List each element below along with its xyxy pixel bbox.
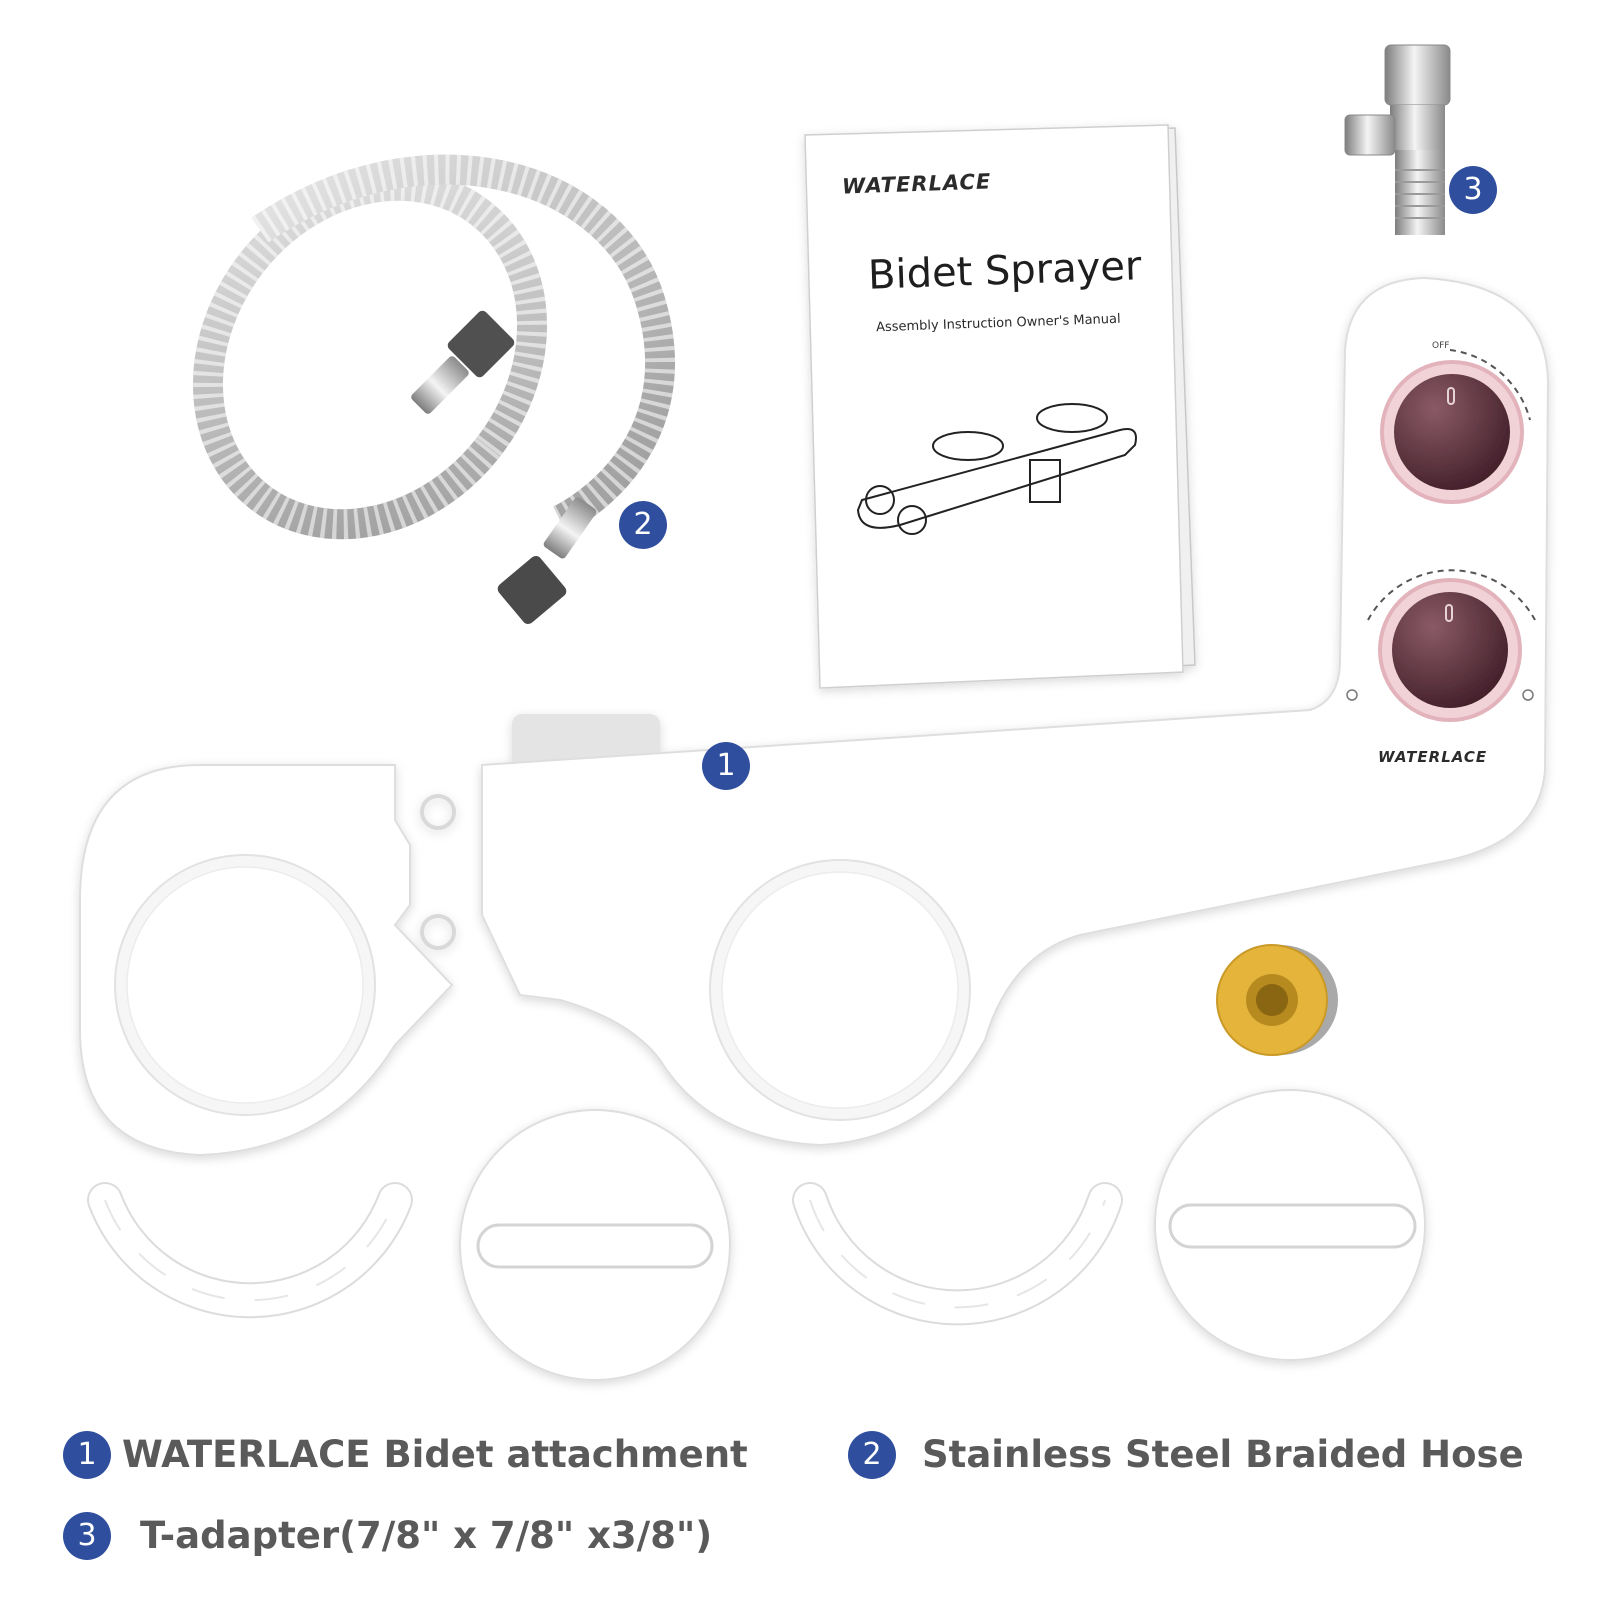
braided-hose (192, 154, 675, 625)
legend-badge-1: 1 (63, 1431, 111, 1479)
dial-off-label: OFF (1432, 341, 1450, 351)
instruction-booklet (804, 124, 1196, 689)
legend-badge-3: 3 (63, 1512, 111, 1560)
mode-dial (1346, 569, 1536, 722)
teflon-tape-roll (1216, 944, 1338, 1056)
callout-badge-1: 1 (702, 742, 750, 790)
legend-label-t-adapter: T-adapter(7/8" x 7/8" x3/8") (140, 1514, 713, 1557)
legend-badge-2: 2 (848, 1431, 896, 1479)
bidet-left-piece (79, 764, 456, 1157)
t-adapter (1344, 44, 1451, 235)
legend-label-braided-hose: Stainless Steel Braided Hose (922, 1433, 1524, 1476)
right-bracket-arc (792, 1182, 1123, 1326)
bidet-main-body (481, 276, 1550, 1147)
callout-badge-3: 3 (1449, 166, 1497, 214)
callout-badge-2: 2 (619, 501, 667, 549)
bidet-brand-logo: WATERLACE (1378, 748, 1488, 766)
left-bracket-arc (87, 1182, 413, 1319)
legend-label-bidet-attachment: WATERLACE Bidet attachment (122, 1433, 748, 1476)
pressure-dial (1380, 349, 1531, 504)
hose-fitting-bottom (497, 497, 597, 625)
left-cover-plate (459, 1109, 731, 1381)
booklet-title: Bidet Sprayer (867, 243, 1143, 299)
hose-fitting-top (411, 310, 515, 414)
right-cover-plate (1154, 1089, 1426, 1361)
booklet-bidet-drawing (856, 403, 1137, 535)
